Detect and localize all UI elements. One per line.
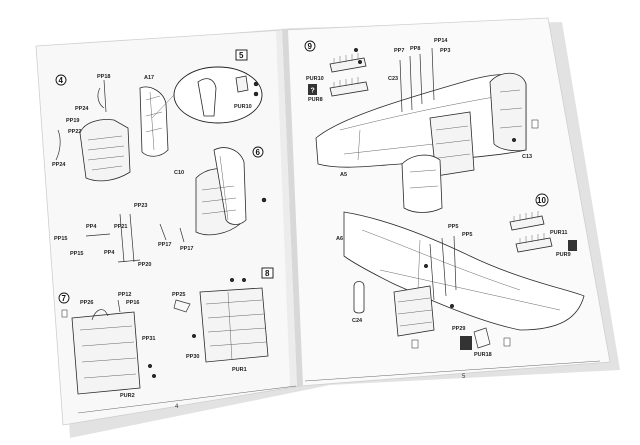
step-6-diagram: 6 C10 PP23 PP4 PP21 PP15 PP15 PP4 PP20 P…: [54, 146, 267, 268]
label-pp22: PP22: [68, 129, 81, 135]
step-5-marker: [235, 49, 248, 61]
label-c10: C10: [174, 170, 184, 176]
label-pp30: PP30: [186, 354, 199, 360]
step-7-diagram: 7 PP26 PP12 PP16 PP31 PUR2: [58, 292, 157, 399]
label-pur10-left: PUR10: [234, 104, 252, 110]
step-6-marker: [252, 146, 264, 158]
label-pp4-top: PP4: [86, 224, 97, 230]
step-4-diagram: 4 PP18 A17 PP24 PP19 PP22 PP24: [52, 74, 169, 182]
label-c13: C13: [522, 154, 532, 160]
step-6-number: 6: [256, 148, 261, 157]
label-pur8: PUR8: [308, 97, 323, 103]
step-10-diagram: 10 PUR11 PUR9 A6 PP5 PP5 C24 PP29 PUR18: [336, 193, 585, 358]
label-pur10-right: PUR10: [306, 76, 324, 82]
step-8-diagram: 8 PP25 PP30 PUR1: [172, 267, 274, 373]
label-pur1: PUR1: [232, 367, 247, 373]
unknown-part-badge: [308, 84, 317, 95]
label-pp5-b: PP5: [462, 232, 472, 238]
label-a6: A6: [336, 236, 343, 242]
label-pp12: PP12: [118, 292, 131, 298]
step-9-marker: [304, 40, 316, 52]
label-pp17-b: PP17: [180, 246, 193, 252]
label-pp5-a: PP5: [448, 224, 458, 230]
left-footer-rule: [77, 385, 297, 414]
step-4-number: 4: [59, 76, 64, 85]
label-pp15-b: PP15: [70, 251, 83, 257]
label-pp15-a: PP15: [54, 236, 67, 242]
label-pp18: PP18: [97, 74, 110, 80]
label-a5: A5: [340, 172, 347, 178]
label-pp17-a: PP17: [158, 242, 171, 248]
label-pur9: PUR9: [556, 252, 571, 258]
label-pur11: PUR11: [550, 230, 567, 236]
step-10-number: 10: [537, 196, 546, 205]
label-pp31: PP31: [142, 336, 155, 342]
label-pp16: PP16: [126, 300, 139, 306]
label-pur2: PUR2: [120, 393, 135, 399]
label-pp26: PP26: [80, 300, 93, 306]
right-page-number: 5: [462, 374, 466, 380]
book-gutter: [282, 30, 303, 386]
right-footer-rule: [304, 360, 601, 382]
step-7-number: 7: [62, 294, 67, 303]
left-page-number: 4: [175, 404, 179, 410]
label-pp7: PP7: [394, 48, 404, 54]
label-pp29: PP29: [452, 326, 465, 332]
step-7-marker: [58, 292, 70, 304]
label-pp25: PP25: [172, 292, 185, 298]
label-pp23: PP23: [134, 203, 147, 209]
step-9-diagram: 9 PUR10 PUR8 PP7 PP14 PP8 PP3 C23 A5 C13…: [304, 38, 539, 213]
step-4-marker: [55, 74, 67, 86]
step-5-diagram: 5 PUR10: [151, 49, 263, 124]
label-pp3: PP3: [440, 48, 450, 54]
label-pp19: PP19: [66, 118, 79, 124]
badge-glyph: ?: [311, 88, 315, 95]
label-pp24-top: PP24: [75, 106, 89, 112]
label-c24: C24: [352, 318, 363, 324]
label-pp20: PP20: [138, 262, 151, 268]
label-pp14: PP14: [434, 38, 448, 44]
step-8-number: 8: [265, 269, 270, 278]
label-pur18: PUR18: [474, 352, 492, 358]
step-5-number: 5: [239, 51, 244, 60]
label-pp4-bottom: PP4: [104, 250, 115, 256]
label-a17: A17: [144, 75, 154, 81]
step-10-marker: [535, 193, 549, 207]
label-pp8: PP8: [410, 46, 420, 52]
step-8-marker: [261, 267, 274, 279]
label-c23: C23: [388, 76, 398, 82]
label-pp24-bottom: PP24: [52, 162, 66, 168]
step-9-number: 9: [308, 42, 313, 51]
